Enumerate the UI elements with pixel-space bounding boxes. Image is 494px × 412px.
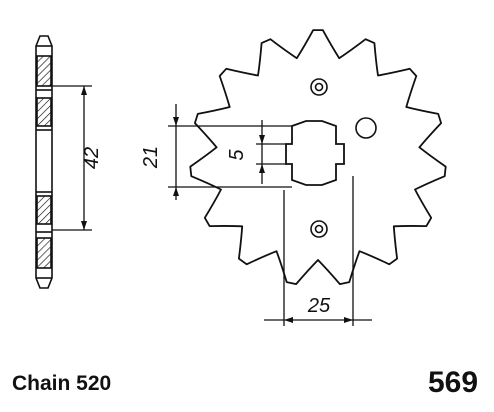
side-arrow-top (81, 86, 87, 95)
side-profile-outline (35, 35, 53, 289)
spline-label: 5 (226, 149, 248, 161)
bore-arrow-top (173, 117, 179, 126)
hole-top-inner (314, 82, 324, 92)
hole-top-outer (310, 78, 328, 96)
mounting-holes (310, 78, 377, 238)
side-hatch-mid (36, 97, 52, 127)
center-spline-bore (285, 120, 345, 186)
chain-label: Chain 520 (12, 372, 112, 395)
hole-arrow-right (344, 317, 353, 323)
bore-dimension (168, 104, 292, 200)
spline-arrow-top (259, 135, 265, 144)
spline-dimension (256, 120, 286, 184)
sprocket-front-outline (189, 29, 447, 285)
hole-spacing-dimension (264, 176, 372, 326)
hole-spacing-label: 25 (307, 295, 331, 317)
bore-label: 21 (140, 146, 162, 169)
hole-bottom-inner (314, 224, 324, 234)
sprocket-side-view (35, 35, 53, 289)
spline-arrow-bottom (259, 164, 265, 173)
side-hatch-top (36, 55, 52, 87)
side-height-label: 42 (81, 147, 103, 169)
hole-arrow-left (284, 317, 293, 323)
side-height-dimension (52, 85, 92, 231)
part-number: 569 (428, 366, 479, 399)
hole-bottom-outer (310, 220, 328, 238)
side-arrow-bottom (81, 221, 87, 230)
side-hatch-bottom (36, 237, 52, 269)
hole-right (355, 117, 377, 139)
bore-arrow-bottom (173, 187, 179, 196)
side-hatch-lower (36, 195, 52, 225)
